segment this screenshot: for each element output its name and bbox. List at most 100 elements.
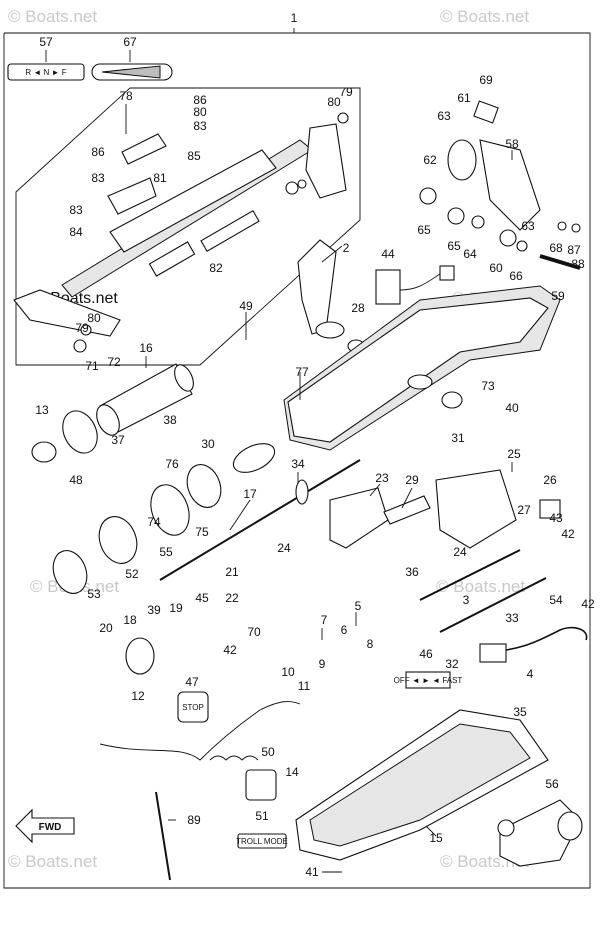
label-71: 71 xyxy=(85,359,99,373)
label-11: 11 xyxy=(298,679,311,693)
label-46: 46 xyxy=(419,647,433,661)
label-83a: 83 xyxy=(193,119,207,133)
label-56: 56 xyxy=(545,777,559,791)
fwd-text: FWD xyxy=(39,822,62,833)
label-39: 39 xyxy=(147,603,161,617)
label-2: 2 xyxy=(343,241,350,255)
label-44: 44 xyxy=(381,247,395,261)
assembly-frame xyxy=(3,28,591,889)
label-79a: 79 xyxy=(339,85,353,99)
watermark: © Boats.net xyxy=(8,7,97,26)
label-60: 60 xyxy=(489,261,503,275)
label-62: 62 xyxy=(423,153,437,167)
label-28: 28 xyxy=(351,301,365,315)
label-26: 26 xyxy=(543,473,557,487)
label-42a: 42 xyxy=(561,527,575,541)
label-20: 20 xyxy=(99,621,113,635)
label-55: 55 xyxy=(159,545,173,559)
label-79b: 79 xyxy=(75,321,89,335)
label-43: 43 xyxy=(549,511,563,525)
label-52: 52 xyxy=(125,567,139,581)
label-12: 12 xyxy=(131,689,145,703)
off-on-decal: OFF ◄ ► ◄ FAST xyxy=(394,671,462,689)
label-73: 73 xyxy=(481,379,495,393)
label-14: 14 xyxy=(285,765,299,779)
label-54: 54 xyxy=(549,593,563,607)
label-57: 57 xyxy=(39,35,53,49)
label-27: 27 xyxy=(517,503,531,517)
label-6: 6 xyxy=(341,623,348,637)
label-59: 59 xyxy=(551,289,565,303)
label-1: 1 xyxy=(291,11,298,25)
label-25: 25 xyxy=(507,447,521,461)
label-74: 74 xyxy=(147,515,161,529)
throttle-sleeve xyxy=(96,363,194,436)
stop-switch: STOP xyxy=(125,637,209,723)
label-19: 19 xyxy=(169,601,183,615)
label-15: 15 xyxy=(429,831,443,845)
handle-assembly-box xyxy=(15,87,361,366)
connector xyxy=(375,265,455,305)
label-31: 31 xyxy=(451,431,465,445)
label-3: 3 xyxy=(463,593,470,607)
label-24a: 24 xyxy=(277,541,291,555)
label-84: 84 xyxy=(69,225,83,239)
label-61: 61 xyxy=(457,91,471,105)
label-49: 49 xyxy=(239,299,253,313)
label-34: 34 xyxy=(291,457,305,471)
label-82: 82 xyxy=(209,261,223,275)
label-36: 36 xyxy=(405,565,419,579)
label-9: 9 xyxy=(319,657,326,671)
throttle-shaft xyxy=(159,459,361,581)
label-58: 58 xyxy=(505,137,519,151)
label-65a: 65 xyxy=(417,223,431,237)
label-38: 38 xyxy=(163,413,177,427)
label-47: 47 xyxy=(185,675,199,689)
label-80b: 80 xyxy=(327,95,341,109)
label-35: 35 xyxy=(513,705,527,719)
friction-rings xyxy=(52,443,276,594)
label-4: 4 xyxy=(527,667,534,681)
label-75: 75 xyxy=(195,525,209,539)
label-8: 8 xyxy=(367,637,374,651)
label-22: 22 xyxy=(225,591,239,605)
part-labels: 1 2 3 4 5 6 7 8 9 10 11 12 13 14 15 16 1… xyxy=(35,11,595,879)
label-51: 51 xyxy=(255,809,269,823)
tiller-housing xyxy=(283,285,561,451)
label-86b: 86 xyxy=(91,145,105,159)
label-45: 45 xyxy=(195,591,209,605)
pivot-bracket xyxy=(497,799,583,867)
watermark: © Boats.net xyxy=(8,852,97,871)
speed-decal xyxy=(91,63,173,81)
label-48: 48 xyxy=(69,473,83,487)
watermark: © Boats.net xyxy=(440,7,529,26)
watermark: © Boats.net xyxy=(436,577,525,596)
wiring-harness xyxy=(479,626,588,663)
label-67: 67 xyxy=(123,35,137,49)
label-80c: 80 xyxy=(87,311,101,325)
label-13: 13 xyxy=(35,403,49,417)
label-72: 72 xyxy=(107,355,121,369)
cables xyxy=(419,549,547,633)
label-40: 40 xyxy=(505,401,519,415)
label-7: 7 xyxy=(321,613,328,627)
label-70: 70 xyxy=(247,625,261,639)
label-29: 29 xyxy=(405,473,419,487)
label-68: 68 xyxy=(549,241,563,255)
bottom-cover xyxy=(295,709,549,861)
label-23: 23 xyxy=(375,471,389,485)
label-30: 30 xyxy=(201,437,215,451)
fwd-arrow-icon: FWD xyxy=(15,808,75,844)
label-78: 78 xyxy=(119,89,133,103)
label-63b: 63 xyxy=(521,219,535,233)
shift-pattern-decal: R ◄ N ► F xyxy=(7,63,85,81)
label-77: 77 xyxy=(295,365,309,379)
label-42b: 42 xyxy=(581,597,595,611)
label-83c: 83 xyxy=(69,203,83,217)
label-50: 50 xyxy=(261,745,275,759)
lanyard-cord xyxy=(99,701,301,761)
label-32: 32 xyxy=(445,657,459,671)
label-85: 85 xyxy=(187,149,201,163)
